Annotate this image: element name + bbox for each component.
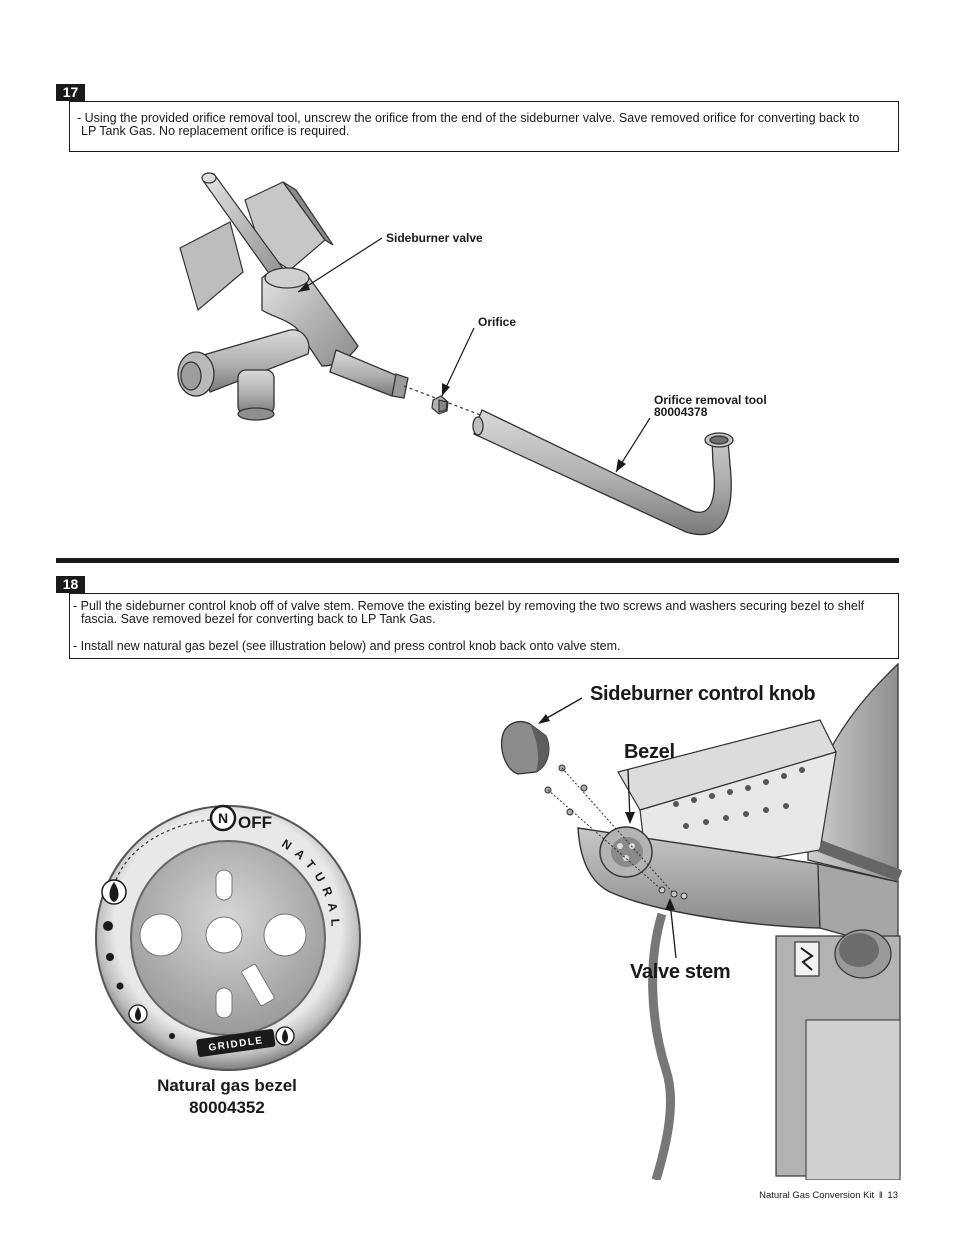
sideburner-valve-illustration xyxy=(177,172,734,535)
step-18-text-line3: - Install new natural gas bezel (see ill… xyxy=(73,639,621,653)
off-icon: N xyxy=(209,804,237,832)
griddle-flame-icon xyxy=(275,1026,295,1046)
bezel-caption-name: Natural gas bezel xyxy=(157,1076,297,1095)
footer-separator: ‖ xyxy=(878,1190,883,1201)
tray-holes xyxy=(673,767,805,829)
screws-and-washers xyxy=(544,764,588,816)
bezel-off-text: OFF xyxy=(238,813,272,832)
bezel-label: Bezel xyxy=(624,741,675,763)
high-flame-icon xyxy=(101,879,127,905)
step-17-text-line2: LP Tank Gas. No replacement orifice is r… xyxy=(81,124,350,138)
footer-title: Natural Gas Conversion Kit xyxy=(759,1190,875,1201)
ignitor-logo-icon xyxy=(794,941,820,977)
orifice-part xyxy=(431,395,449,415)
step-17-badge: 17 xyxy=(56,84,85,101)
sideburner-valve-label: Sideburner valve xyxy=(386,231,483,245)
step-17-instructions: - Using the provided orifice removal too… xyxy=(69,101,899,152)
valve-body xyxy=(177,267,409,421)
orifice-tool-label: Orifice removal tool xyxy=(654,393,767,407)
step-18-badge: 18 xyxy=(56,576,85,593)
page-footer: Natural Gas Conversion Kit ‖ 13 xyxy=(759,1190,898,1201)
natural-gas-bezel-illustration: N OFF NATURAL GAS GRIDDLE xyxy=(80,790,361,1071)
orifice-tool-part-number: 80004378 xyxy=(654,405,708,419)
orifice-removal-tool xyxy=(472,409,734,535)
low-flame-icon xyxy=(128,1004,148,1024)
svg-text:N: N xyxy=(218,810,228,826)
valve-stem-part xyxy=(658,886,688,900)
step-18-instructions: - Pull the sideburner control knob off o… xyxy=(69,593,899,659)
bezel-part-number: 80004352 xyxy=(189,1098,265,1117)
sideburner-shelf-illustration xyxy=(500,662,902,1180)
sideburner-control-knob-label: Sideburner control knob xyxy=(590,683,816,705)
orifice-label: Orifice xyxy=(478,315,517,329)
page-number: 13 xyxy=(887,1190,898,1201)
valve-stem-label: Valve stem xyxy=(630,961,731,983)
step-17-text-line1: - Using the provided orifice removal too… xyxy=(77,111,860,125)
step-18-text-line1: - Pull the sideburner control knob off o… xyxy=(73,599,865,613)
step-18-text-line2: fascia. Save removed bezel for convertin… xyxy=(81,612,436,626)
natural-gas-bezel-caption: Natural gas bezel 80004352 xyxy=(127,1075,327,1119)
section-divider xyxy=(56,558,899,563)
control-knob-part xyxy=(500,721,550,775)
